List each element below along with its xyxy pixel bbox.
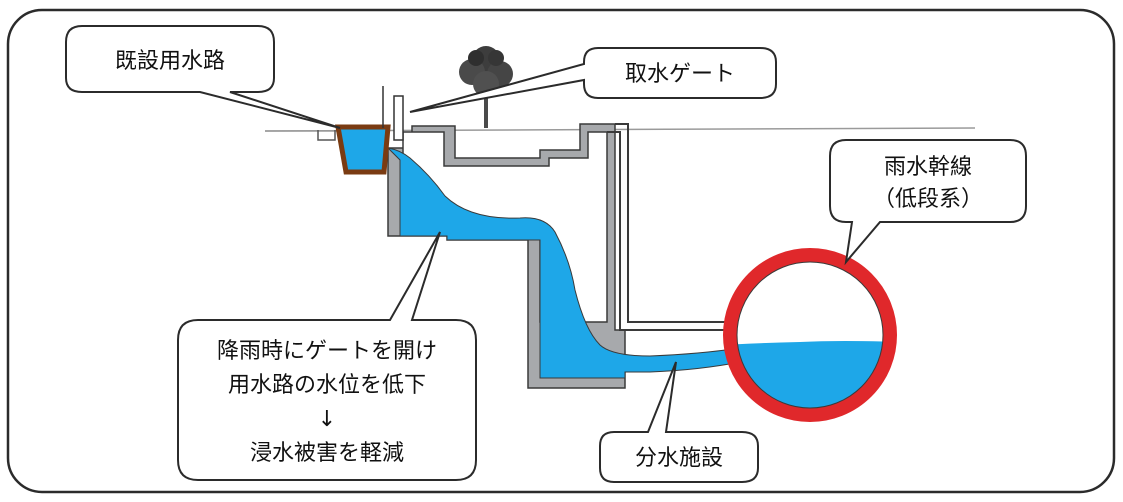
- callout-existing-channel: 既設用水路: [65, 25, 341, 129]
- storm-trunk-label-2: （低段系）: [873, 187, 983, 212]
- shaft-inner-wall: [607, 131, 740, 331]
- callout-intake-gate: 取水ゲート: [409, 47, 777, 113]
- note-arrow: ↓: [318, 407, 336, 432]
- existing-channel-trough: [335, 124, 391, 175]
- water-flow: [386, 147, 741, 379]
- storm-trunk-label-1: 雨水幹線: [884, 155, 972, 180]
- diversion-label: 分水施設: [635, 446, 723, 471]
- callout-storm-trunk: 雨水幹線 （低段系）: [829, 139, 1027, 266]
- intake-gate: [393, 95, 404, 141]
- callout-note: 降雨時にゲートを開け 用水路の水位を低下 ↓ 浸水被害を軽減: [177, 231, 477, 481]
- existing-channel-label: 既設用水路: [115, 49, 225, 74]
- note-line-3: 浸水被害を軽減: [250, 441, 404, 466]
- intake-gate-label: 取水ゲート: [625, 62, 735, 87]
- ground-sump: [317, 130, 336, 141]
- storm-trunk-pipe: [723, 248, 897, 422]
- note-line-2: 用水路の水位を低下: [228, 373, 426, 398]
- note-line-1: 降雨時にゲートを開け: [217, 339, 437, 364]
- callout-diversion: 分水施設: [599, 361, 759, 483]
- shaft-outer-wall: [615, 123, 740, 323]
